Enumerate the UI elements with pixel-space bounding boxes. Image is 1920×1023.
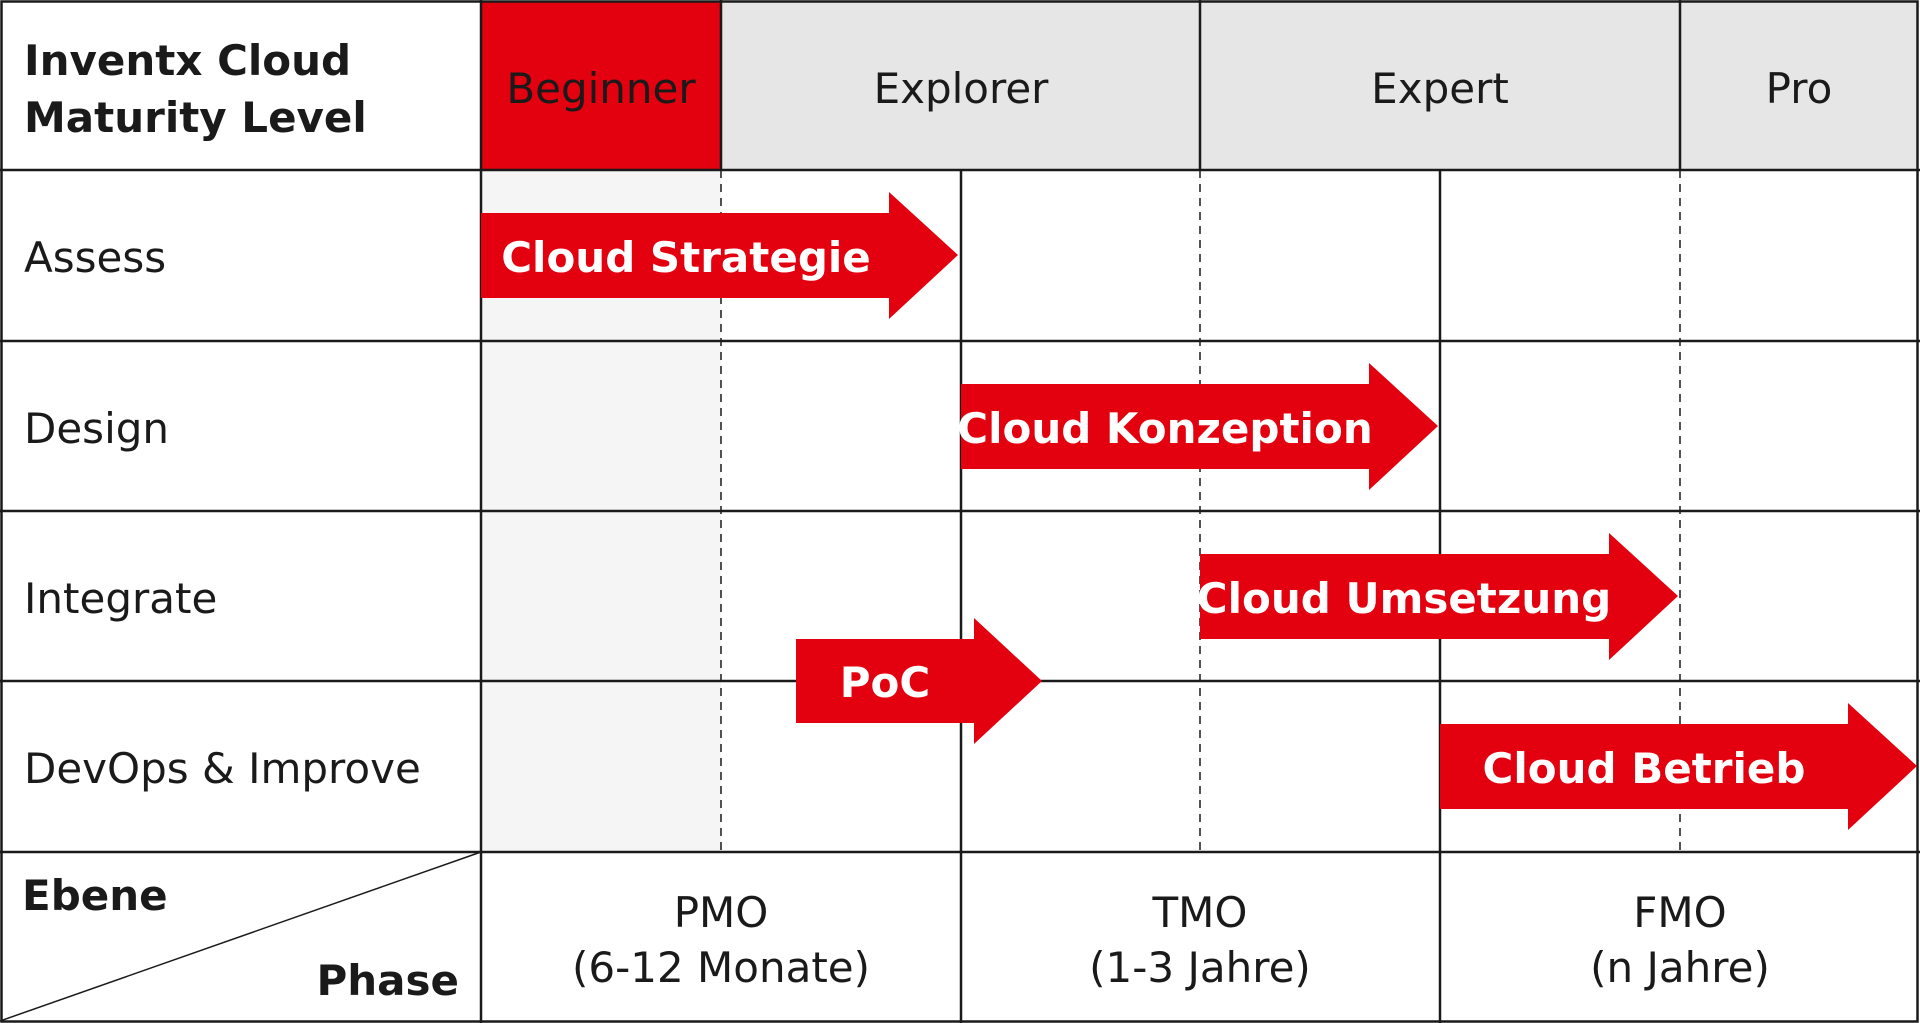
phase-pmo-name: PMO: [674, 888, 769, 937]
row-label-design: Design: [24, 404, 169, 453]
phase-fmo-duration: (n Jahre): [1590, 943, 1770, 992]
phase-tmo-duration: (1-3 Jahre): [1089, 943, 1311, 992]
arrow-label-betrieb: Cloud Betrieb: [1483, 744, 1806, 793]
arrow-cloud-umsetzung: [1200, 533, 1678, 660]
level-beginner: Beginner: [506, 64, 696, 113]
level-expert: Expert: [1371, 64, 1509, 113]
beginner-level-highlight: [481, 2, 721, 170]
label-phase: Phase: [316, 956, 459, 1005]
arrow-label-konzeption: Cloud Konzeption: [957, 404, 1372, 453]
label-ebene: Ebene: [22, 871, 168, 920]
phase-pmo-duration: (6-12 Monate): [572, 943, 870, 992]
arrow-label-umsetzung: Cloud Umsetzung: [1197, 574, 1611, 623]
level-pro: Pro: [1766, 64, 1833, 113]
header-level-background: [721, 2, 1917, 170]
row-label-devops: DevOps & Improve: [24, 744, 421, 793]
arrow-label-poc: PoC: [840, 658, 930, 707]
arrow-cloud-konzeption: [961, 363, 1438, 490]
phase-tmo-name: TMO: [1152, 888, 1248, 937]
row-label-assess: Assess: [24, 233, 166, 282]
arrow-cloud-betrieb: [1440, 703, 1917, 830]
arrow-label-strategie: Cloud Strategie: [501, 233, 871, 282]
title-line-1: Inventx Cloud: [24, 36, 351, 85]
arrow-poc: [796, 618, 1042, 744]
arrow-shapes: [481, 192, 1917, 830]
level-explorer: Explorer: [874, 64, 1050, 113]
title-line-2: Maturity Level: [24, 93, 367, 142]
arrow-cloud-strategie: [481, 192, 958, 319]
corner-diagonal: [0, 851, 482, 1022]
row-label-integrate: Integrate: [24, 574, 217, 623]
phase-fmo-name: FMO: [1633, 888, 1726, 937]
